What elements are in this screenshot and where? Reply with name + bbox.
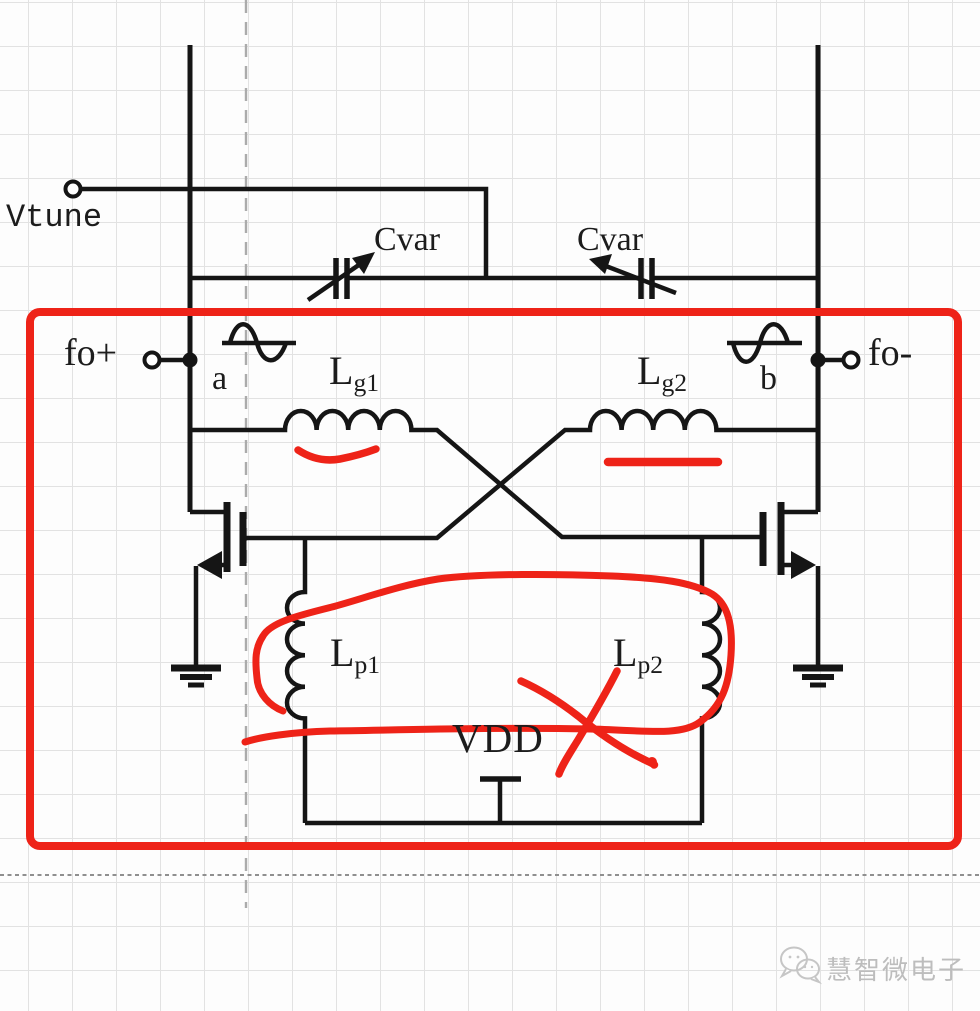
lp2-label: Lp2 [613,633,663,678]
cvar-left-label: Cvar [374,221,441,258]
fo-minus-junction-dot [810,352,826,368]
lp1-inductor-wire [284,538,308,823]
right-mosfet-icon [759,502,818,579]
vtune-feed-wire [81,186,489,278]
lg2-inductor-and-cross-wire [243,408,818,541]
vdd-label: VDD [452,715,544,761]
right-sine-icon [727,322,802,364]
node-a-label: a [212,360,228,397]
left-ground-icon [171,664,221,688]
vtune-terminal [63,179,83,199]
red-underline-lg1 [294,445,380,464]
lp1-label-sub: p1 [354,650,381,680]
lp2-inductor-wire [699,538,723,823]
watermark-text: 慧智微电子 [826,956,967,986]
lp1-label: Lp1 [330,633,380,678]
lp2-label-sub: p2 [637,650,664,680]
red-x-stroke-2 [555,667,621,778]
red-annotations-group [26,308,962,850]
left-varactor-arrowhead [352,252,375,274]
left-varactor-icon [306,252,375,302]
fo-plus-terminal [142,350,162,370]
wires-group [81,45,843,826]
lg1-inductor-and-cross-wire [190,408,763,540]
node-b-label: b [760,360,777,397]
fo-plus-label: fo+ [64,332,118,374]
right-varactor-icon [589,254,677,299]
left-mosfet-arrow-icon [197,551,222,579]
right-ground-icon [793,664,843,688]
lp1-label-main: L [330,630,355,675]
fo-minus-terminal [841,350,861,370]
lg1-label-sub: g1 [353,368,380,398]
red-x-stroke-blob [647,757,657,767]
lg1-label: Lg1 [329,351,379,396]
lg2-label-sub: g2 [661,368,688,398]
lg2-label-main: L [637,348,662,393]
wechat-logo-icon [779,946,823,985]
right-mosfet-arrow-icon [791,551,816,579]
cvar-right-label: Cvar [577,221,644,258]
lp2-label-main: L [613,630,638,675]
red-highlight-rectangle [26,308,962,850]
vtune-label: Vtune [6,199,103,236]
lg1-label-main: L [329,348,354,393]
left-sine-icon [222,322,296,363]
right-varactor-arrowhead [589,254,612,274]
lg2-label: Lg2 [637,351,687,396]
red-lasso-circle [241,570,735,746]
fo-plus-junction-dot [182,352,198,368]
left-mosfet-icon [190,502,247,579]
fo-minus-label: fo- [868,332,913,374]
